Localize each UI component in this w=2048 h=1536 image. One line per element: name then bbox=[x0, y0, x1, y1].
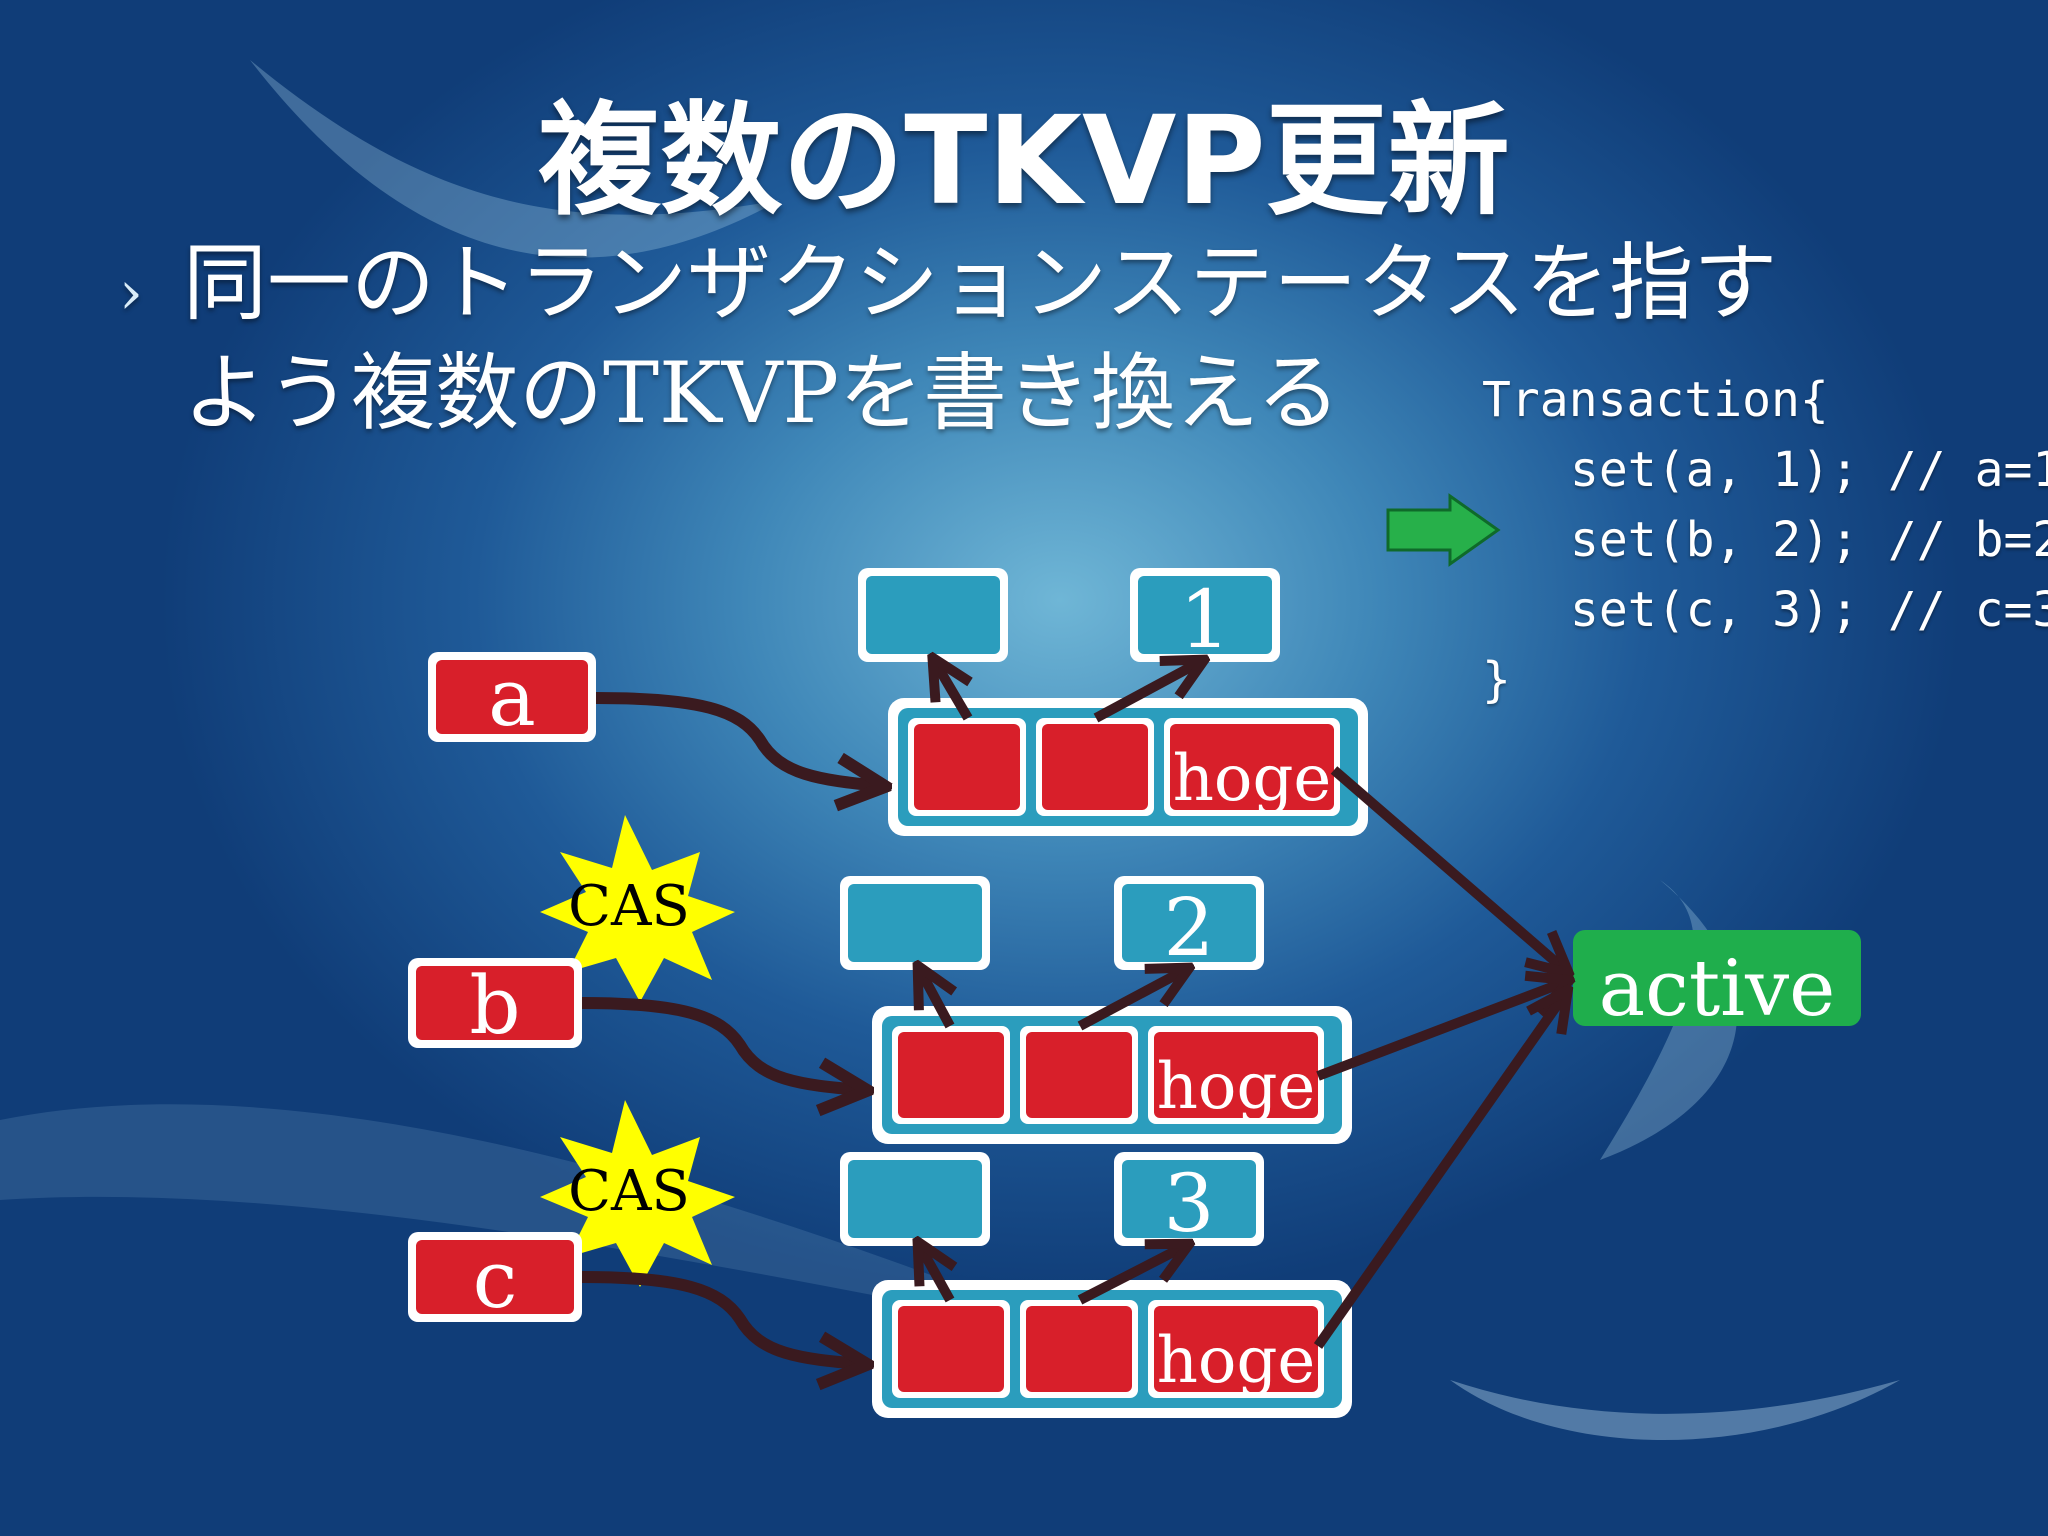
slide-title: 複数のTKVP更新 bbox=[538, 90, 1510, 232]
chevron-bullet-icon: › bbox=[119, 258, 143, 328]
key-label-a: a bbox=[488, 651, 536, 744]
cas-star-c bbox=[540, 1100, 735, 1287]
code-line-4: set(c, 3); // c=3 bbox=[1570, 582, 2048, 638]
cas-star-b bbox=[540, 815, 735, 1002]
bullet-line-2: よう複数のTKVPを書き換える bbox=[183, 344, 1341, 442]
code-line-5: } bbox=[1482, 652, 1511, 708]
code-line-2: set(a, 1); // a=1 bbox=[1570, 442, 2048, 498]
tkvp-row-b: CAS b 2 hoge bbox=[408, 815, 1565, 1144]
new-value-label-2: 2 bbox=[1164, 881, 1215, 974]
new-value-label-1: 1 bbox=[1180, 573, 1231, 666]
key-label-b: b bbox=[469, 959, 520, 1052]
cas-label-c: CAS bbox=[568, 1159, 690, 1224]
old-value-box bbox=[866, 576, 1000, 654]
bullet-point: › 同一のトランザクションステータスを指す よう複数のTKVPを書き換える bbox=[119, 228, 1778, 448]
status-label: active bbox=[1599, 944, 1836, 1034]
tkvp-row-a: a 1 hoge bbox=[428, 568, 1565, 970]
new-value-label-3: 3 bbox=[1164, 1157, 1215, 1250]
transaction-code-block: Transaction{ set(a, 1); // a=1 set(b, 2); … bbox=[1482, 365, 2048, 715]
green-right-arrow-icon bbox=[1386, 493, 1501, 567]
code-line-3: set(b, 2); // b=2 bbox=[1570, 512, 2048, 568]
status-box: active bbox=[1573, 930, 1861, 1034]
cas-label-b: CAS bbox=[568, 874, 690, 939]
code-line-1: Transaction{ bbox=[1482, 372, 1829, 428]
tkvp-row-c: CAS c 3 hoge bbox=[408, 994, 1565, 1418]
hoge-label-c: hoge bbox=[1157, 1324, 1316, 1398]
key-label-c: c bbox=[473, 1233, 518, 1326]
bullet-line-1: 同一のトランザクションステータスを指す bbox=[183, 234, 1778, 332]
hoge-label-a: hoge bbox=[1173, 742, 1332, 816]
hoge-label-b: hoge bbox=[1157, 1050, 1316, 1124]
